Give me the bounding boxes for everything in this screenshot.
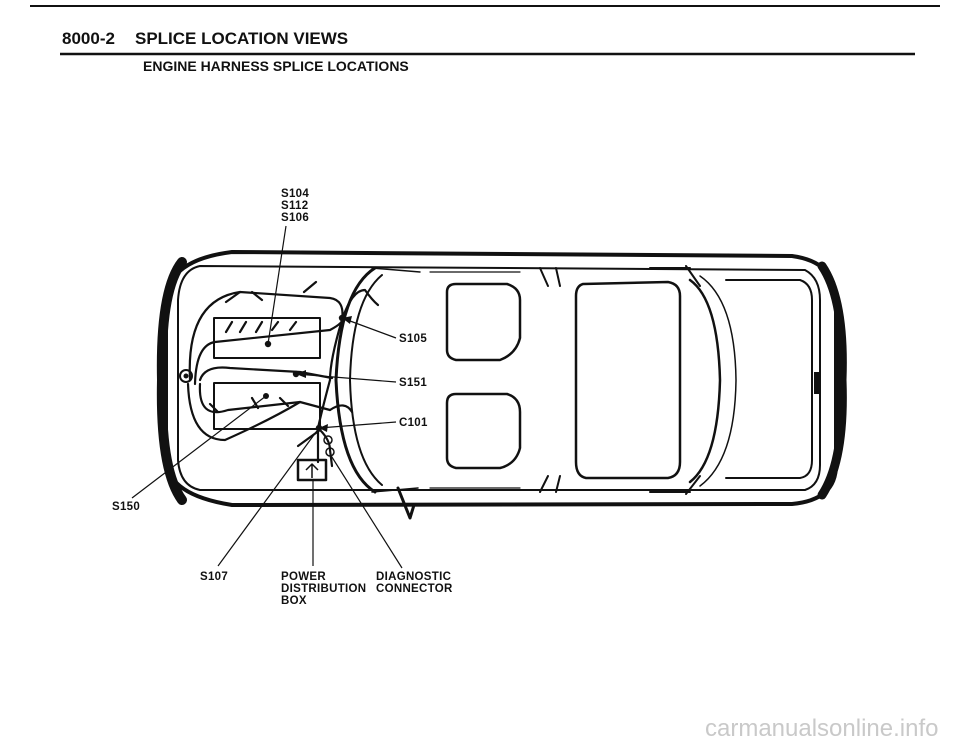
label-c101: C101 [399,417,428,429]
label-power-distribution-3: BOX [281,595,307,607]
label-diagnostic-2: CONNECTOR [376,583,453,595]
engine-compartment [179,317,328,482]
left-fitting-icon [179,369,193,383]
leader-lines [131,225,403,569]
lower-component-box [213,382,321,430]
wiring-harness [186,280,380,468]
label-power-distribution-2: DISTRIBUTION [281,583,366,595]
watermark: carmanualsonline.info [705,715,938,742]
page-title: SPLICE LOCATION VIEWS [135,29,348,48]
vehicle-body [156,250,847,520]
label-s112: S112 [281,200,308,212]
power-distribution-box [296,458,328,482]
label-s151: S151 [399,377,427,389]
page-subtitle: ENGINE HARNESS SPLICE LOCATIONS [143,58,409,74]
label-s105: S105 [399,333,427,345]
upper-component-box [213,317,321,359]
label-s104: S104 [281,188,309,200]
label-s150: S150 [112,501,140,513]
label-s106: S106 [281,212,309,224]
section-number: 8000-2 [62,29,115,48]
label-diagnostic-1: DIAGNOSTIC [376,571,451,583]
label-power-distribution-1: POWER [281,571,326,583]
label-s107: S107 [200,571,228,583]
